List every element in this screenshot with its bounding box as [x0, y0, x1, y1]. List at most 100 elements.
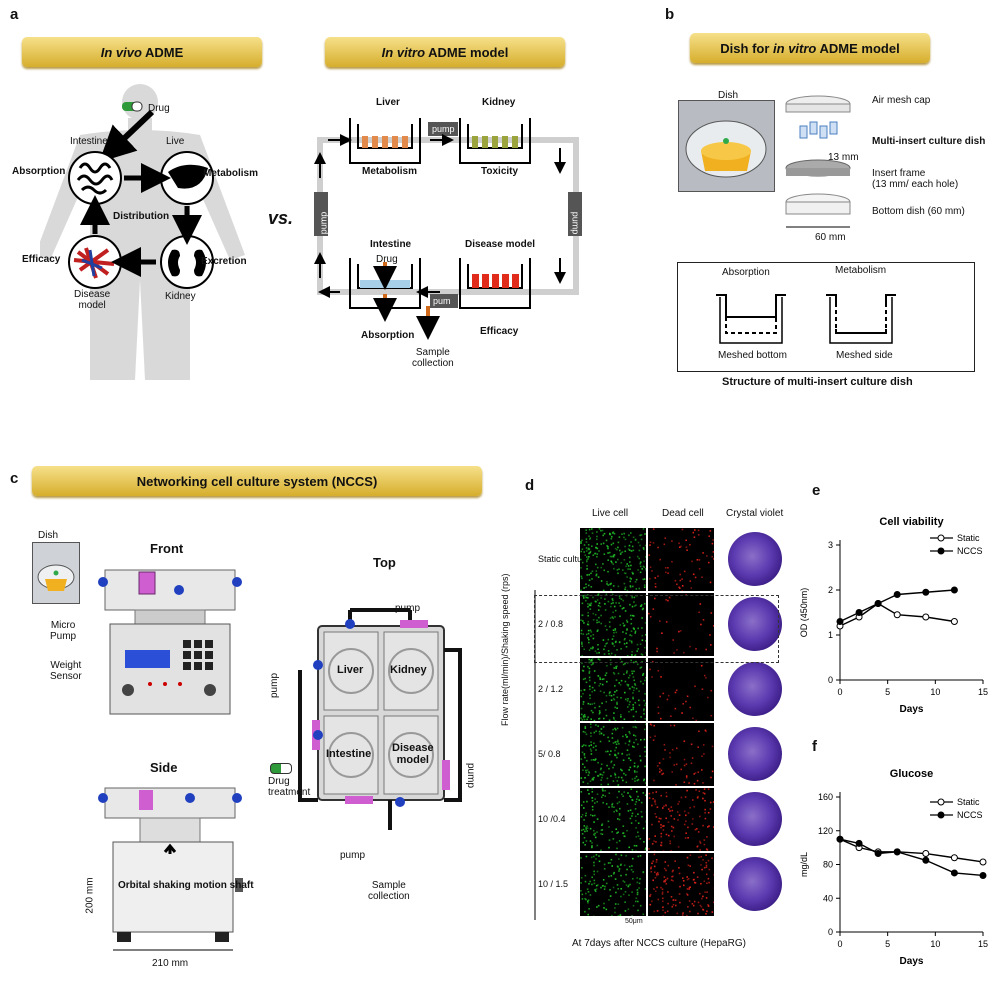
live-cell-dot [611, 598, 614, 600]
live-cell-dot [608, 653, 610, 655]
live-cell-dot [614, 772, 616, 775]
dead-cell-dot [709, 530, 712, 532]
live-cell-dot [600, 763, 603, 765]
dead-cell-dot [658, 762, 661, 764]
live-cell-dot [626, 619, 628, 622]
live-cell-dot [590, 602, 593, 604]
live-cell-dot [583, 689, 586, 691]
dead-cell-dot [690, 587, 693, 589]
live-cell-dot [638, 799, 640, 801]
label-top-pump-4: pump [340, 850, 366, 861]
live-cell-dot [599, 678, 602, 681]
dead-cell-dot [657, 898, 660, 901]
live-cell-dot [620, 895, 622, 898]
dead-cell-dot [685, 776, 688, 779]
live-cell-dot [625, 646, 628, 648]
live-cell-dot [585, 855, 588, 858]
scale-bar-label: 50μm [625, 918, 643, 925]
live-cell-dot [645, 640, 646, 642]
live-cell-dot [593, 855, 595, 858]
dead-cell-dot [668, 596, 671, 599]
dead-cell-dot [660, 676, 662, 678]
row-label: 10 / 1.5 [538, 878, 569, 889]
live-cell-dot [607, 638, 610, 641]
live-cell-dot [587, 558, 589, 560]
live-cell-dot [580, 695, 583, 698]
live-cell-dot [610, 602, 613, 605]
live-cell-dot [630, 541, 632, 543]
dead-cell-dot [675, 784, 677, 786]
live-cell-dot [586, 827, 589, 829]
front-view-device [98, 569, 242, 715]
live-cell-dot [603, 532, 606, 535]
live-cell-dot [580, 550, 583, 553]
live-cell-dot [614, 903, 617, 905]
live-cell-dot [624, 588, 626, 591]
live-cell-dot [616, 832, 618, 834]
live-cell-dot [591, 805, 594, 808]
live-cell-dot [632, 697, 634, 700]
dead-cell-dot [707, 826, 709, 828]
crystal-violet-dish [728, 792, 782, 846]
dead-cell-dot [699, 603, 702, 605]
live-cell-dot [603, 907, 605, 909]
live-cell-dot [612, 542, 615, 545]
live-cell-dot [585, 828, 587, 830]
dead-cell-dot [668, 834, 670, 837]
live-cell-dot [627, 685, 629, 687]
live-cell-dot [606, 777, 609, 780]
live-cell-dot [616, 865, 619, 867]
live-cell-dot [587, 597, 589, 599]
live-cell-dot [585, 529, 587, 531]
live-cell-dot [594, 814, 596, 817]
label-distribution: Distribution [113, 211, 170, 222]
live-cell-dot [613, 810, 615, 813]
live-cell-dot [615, 667, 617, 669]
live-cell-dot [610, 761, 612, 764]
live-cell-dot [634, 780, 636, 782]
live-cell-dot [593, 879, 596, 882]
dead-cell-dot [705, 854, 707, 856]
live-cell-dot [621, 607, 624, 610]
live-cell-dot [622, 880, 625, 882]
live-cell-dot [582, 595, 585, 597]
dead-cell-dot [711, 857, 713, 859]
dead-cell-dot [696, 845, 699, 848]
dead-cell-dot [664, 537, 667, 539]
live-cell-dot [591, 876, 593, 879]
live-cell-dot [633, 765, 636, 768]
live-cell-dot [586, 769, 589, 771]
live-cell-dot [624, 538, 627, 541]
live-cell-dot [609, 555, 612, 558]
label-absorption: Absorption [12, 166, 66, 177]
live-cell-dot [581, 602, 584, 605]
live-cell-dot [611, 638, 614, 640]
live-cell-dot [617, 739, 619, 742]
live-cell-dot [599, 768, 602, 771]
dead-cell-dot [679, 901, 681, 904]
live-cell-dot [645, 723, 646, 726]
label-200mm: 200 mm [84, 877, 96, 914]
live-cell-dot [595, 888, 598, 890]
dead-cell-dot [693, 878, 695, 881]
live-cell-dot [635, 801, 638, 803]
live-cell-dot [643, 586, 646, 588]
label-weight-sensor: Weight Sensor [50, 660, 82, 682]
live-cell-dot [623, 673, 625, 676]
dead-cell-dot [692, 717, 694, 719]
live-cell-dot [581, 655, 583, 656]
label-dish-b: Dish [718, 90, 739, 101]
live-cell-dot [626, 829, 628, 832]
banner-in-vivo-adme: In vivo ADME [22, 37, 262, 67]
dead-cell-dot [660, 794, 662, 797]
dead-cell-dot [651, 843, 654, 845]
dead-cell-dot [685, 700, 687, 703]
live-cell-dot [628, 865, 631, 868]
live-cell-dot [633, 741, 635, 744]
y-tick-label: 3 [828, 540, 833, 550]
live-cell-dot [624, 901, 626, 903]
data-point-static [950, 618, 958, 625]
dead-cell-dot [689, 865, 691, 867]
dead-cell-dot [662, 829, 665, 831]
x-axis-label: Days [900, 956, 924, 967]
